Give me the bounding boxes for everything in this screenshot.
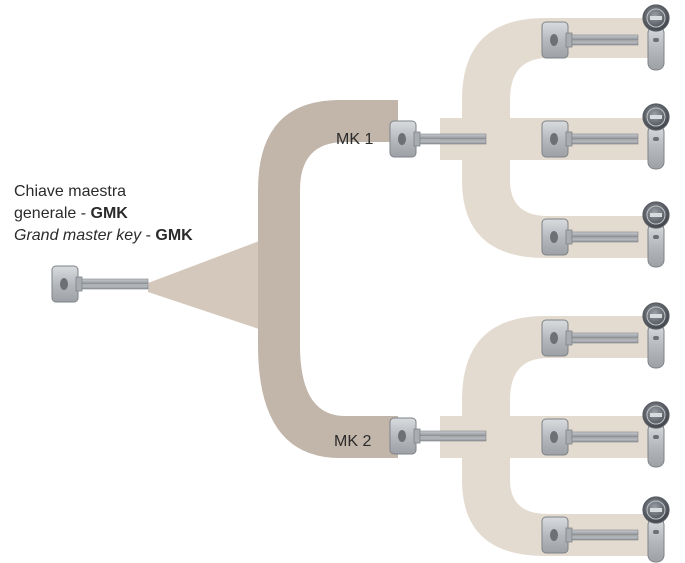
grand-master-key-icon [51, 265, 149, 303]
gmk-fan-connector [148, 240, 262, 330]
gmk-label-line2: generale - GMK [14, 205, 128, 222]
mk1-branch-connector [462, 18, 658, 258]
gmk-label-line1: Chiave maestra [14, 183, 127, 200]
gmk-label-line3: Grand master key - GMK [14, 227, 193, 244]
mk2-label: MK 2 [334, 433, 372, 450]
mk1-label: MK 1 [336, 131, 374, 148]
mk2-branch-connector [462, 316, 658, 556]
gmk-label: Chiave maestra generale - GMK Grand mast… [14, 182, 193, 248]
main-branch-connector [258, 100, 398, 458]
